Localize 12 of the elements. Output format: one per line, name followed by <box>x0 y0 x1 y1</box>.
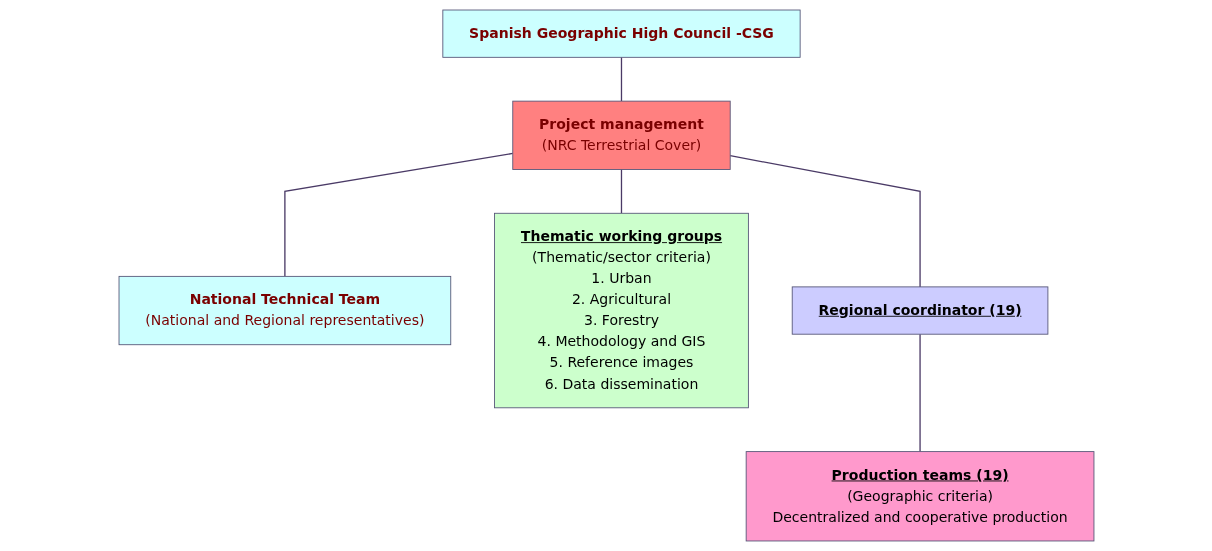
node-box <box>745 451 1094 542</box>
organization-chart: Spanish Geographic High Council -CSG Project management (NRC Terrestrial Cover) National Technical Team (National and Regional representatives) Thematic working groups (Thematic/sector criteria) 1. Urban 2. Agricultural 3. Forestry 4. Methodology and GIS 5. Reference images 6. Data dissemination Regional coordinator (19) Production teams (19) (Geographic criteria) Decentralized and cooperative production <box>111 3 1101 548</box>
connector <box>620 56 622 102</box>
node-box <box>441 9 801 58</box>
connector <box>620 168 622 214</box>
connector <box>918 333 921 453</box>
node-box <box>791 286 1048 335</box>
node-box <box>511 100 731 170</box>
connector <box>729 155 921 288</box>
node-box <box>118 275 451 346</box>
node-box <box>493 212 749 409</box>
connector <box>283 152 513 278</box>
